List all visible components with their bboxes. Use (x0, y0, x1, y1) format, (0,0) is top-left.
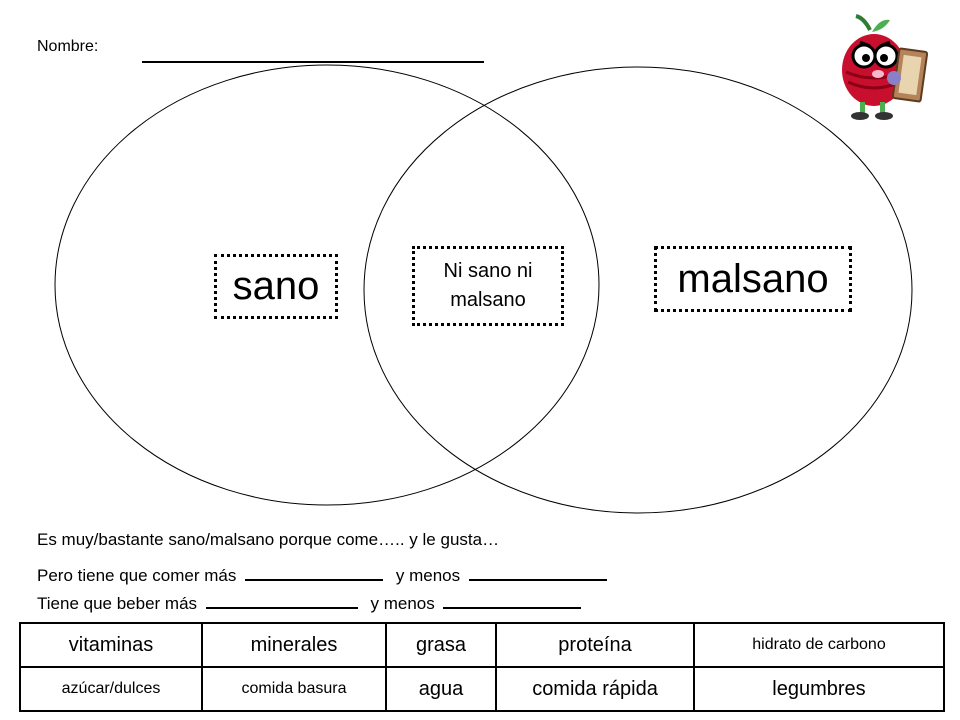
word-cell: vitaminas (19, 622, 203, 668)
name-answer-line[interactable] (142, 61, 484, 63)
word-cell: azúcar/dulces (19, 666, 203, 712)
word-cell: grasa (385, 622, 497, 668)
word-cell: comida rápida (495, 666, 695, 712)
blank-beber-menos[interactable] (443, 591, 582, 609)
sentence-line-3-b: y menos (370, 594, 435, 613)
label-sano-text: sano (232, 264, 320, 308)
blank-comer-mas[interactable] (245, 563, 384, 581)
sentence-line-3-a: Tiene que beber más (37, 594, 198, 613)
name-label: Nombre: (37, 38, 99, 55)
blank-beber-mas[interactable] (205, 591, 358, 609)
sentence-line-2-a: Pero tiene que comer más (37, 566, 237, 585)
word-cell: hidrato de carbono (693, 622, 945, 668)
sentence-line-2-b: y menos (395, 566, 461, 585)
label-malsano: malsano (654, 246, 852, 312)
label-sano: sano (214, 254, 338, 319)
sentence-line-3: Tiene que beber más y menos (37, 591, 582, 614)
sentence-line-2: Pero tiene que comer más y menos (37, 563, 607, 586)
sentence-line-1: Es muy/bastante sano/malsano porque come… (37, 530, 500, 549)
word-cell: minerales (201, 622, 387, 668)
label-malsano-text: malsano (677, 256, 829, 301)
word-cell: comida basura (201, 666, 387, 712)
blank-comer-menos[interactable] (468, 563, 607, 581)
word-cell: agua (385, 666, 497, 712)
word-cell: legumbres (693, 666, 945, 712)
word-bank-row: azúcar/dulces comida basura agua comida … (19, 666, 945, 712)
venn-circle-right (363, 66, 913, 514)
venn-circle-left (54, 64, 600, 506)
label-ni-sano-ni-malsano: Ni sano ni malsano (412, 246, 564, 326)
label-ni-sano-ni-malsano-text: Ni sano ni malsano (443, 260, 533, 311)
word-bank-table: vitaminas minerales grasa proteína hidra… (19, 622, 945, 712)
word-cell: proteína (495, 622, 695, 668)
word-bank-row: vitaminas minerales grasa proteína hidra… (19, 622, 945, 668)
apple-mascot-icon (842, 14, 929, 120)
